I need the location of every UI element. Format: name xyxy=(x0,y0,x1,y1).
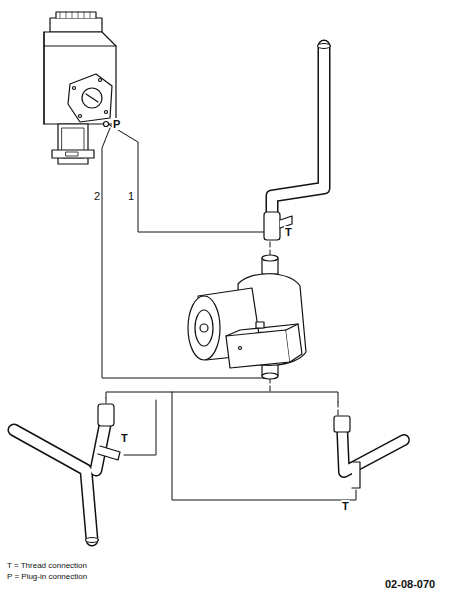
legend-note: T = Thread connection xyxy=(6,562,88,571)
valve-unit xyxy=(44,12,116,164)
circulation-pump xyxy=(188,255,306,379)
legend-note: P = Plug-in connection xyxy=(6,573,88,582)
connection-mark: T xyxy=(341,500,350,512)
connection-mark: T xyxy=(120,432,129,444)
right-pipe xyxy=(334,416,404,488)
connection-mark: P xyxy=(112,118,121,130)
left-y-pipe xyxy=(14,404,120,543)
callout-number: 2 xyxy=(93,190,101,202)
top-pipe xyxy=(264,44,331,241)
callout-number: 1 xyxy=(127,190,135,202)
dashed-lines xyxy=(106,242,338,418)
figure-number: 02-08-070 xyxy=(384,578,436,590)
connection-mark: T xyxy=(284,226,293,238)
